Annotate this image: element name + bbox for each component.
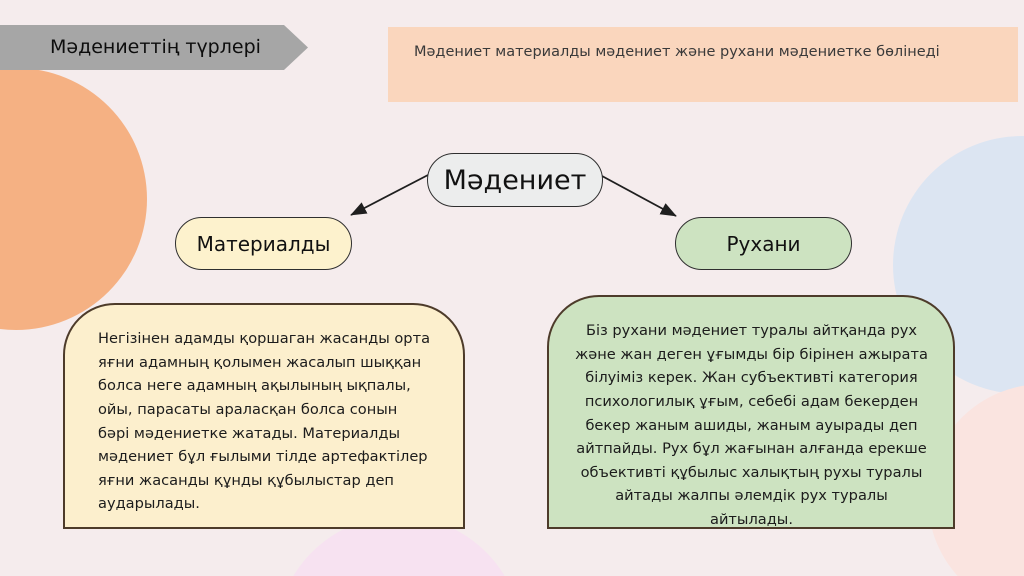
detail-panel-spiritual: Біз рухани мәдениет туралы айтқанда рух … — [547, 295, 955, 529]
detail-panel-material: Негізінен адамды қоршаган жасанды орта я… — [63, 303, 465, 529]
node-root-culture[interactable]: Мәдениет — [427, 153, 603, 207]
node-root-label: Мәдениет — [443, 164, 587, 196]
decorative-circle-orange — [0, 68, 147, 330]
title-banner: Мәдениеттің түрлері — [0, 25, 308, 70]
node-branch-spiritual[interactable]: Рухани — [675, 217, 852, 270]
arrow-to-material — [350, 174, 429, 216]
node-branch-material[interactable]: Материалды — [175, 217, 352, 270]
detail-panel-spiritual-text: Біз рухани мәдениет туралы айтқанда рух … — [575, 322, 928, 529]
node-branch-material-label: Материалды — [196, 231, 331, 256]
title-banner-label: Мәдениеттің түрлері — [50, 36, 261, 59]
arrow-to-spiritual — [601, 175, 677, 217]
node-branch-spiritual-label: Рухани — [726, 231, 801, 256]
intro-note-box: Мәдениет материалды мәдениет және рухани… — [388, 27, 1018, 102]
intro-note-text: Мәдениет материалды мәдениет және рухани… — [414, 44, 940, 60]
detail-panel-material-text: Негізінен адамды қоршаган жасанды орта я… — [98, 330, 431, 513]
